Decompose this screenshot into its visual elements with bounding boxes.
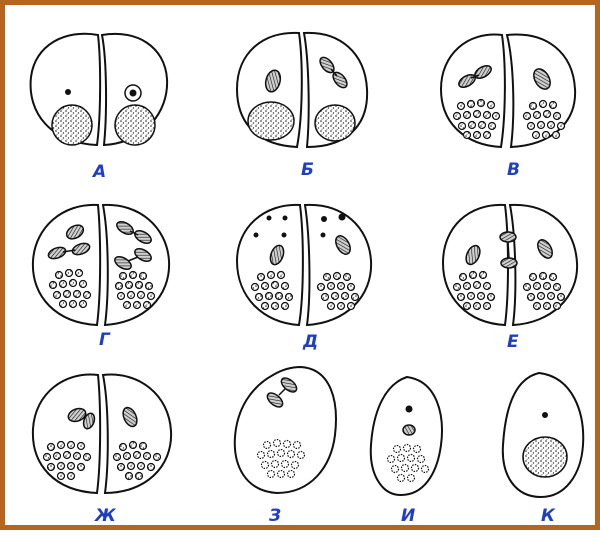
stage-e-cell bbox=[443, 205, 577, 325]
stage-d-cell bbox=[237, 205, 371, 325]
pollen-development-diagram: А Б В Г Д Е Ж З И К bbox=[5, 5, 600, 535]
stage-b-cell bbox=[237, 33, 367, 147]
label-z: З bbox=[268, 506, 281, 526]
label-v: В bbox=[507, 160, 520, 180]
label-zh: Ж bbox=[94, 506, 117, 526]
stage-zh-cell bbox=[33, 375, 171, 493]
label-b: Б bbox=[301, 160, 314, 180]
label-k: К bbox=[541, 506, 556, 526]
stage-g-cell bbox=[33, 205, 169, 325]
label-e: Е bbox=[507, 332, 519, 352]
label-d: Д bbox=[302, 332, 318, 352]
stage-z-cell bbox=[235, 367, 336, 493]
label-a: А bbox=[91, 162, 106, 182]
stage-v-cell bbox=[441, 35, 575, 147]
stage-k-cell bbox=[503, 373, 583, 497]
label-g: Г bbox=[99, 330, 111, 350]
stage-i-cell bbox=[371, 377, 442, 495]
label-i: И bbox=[401, 506, 415, 526]
stage-a-cell bbox=[31, 34, 168, 145]
